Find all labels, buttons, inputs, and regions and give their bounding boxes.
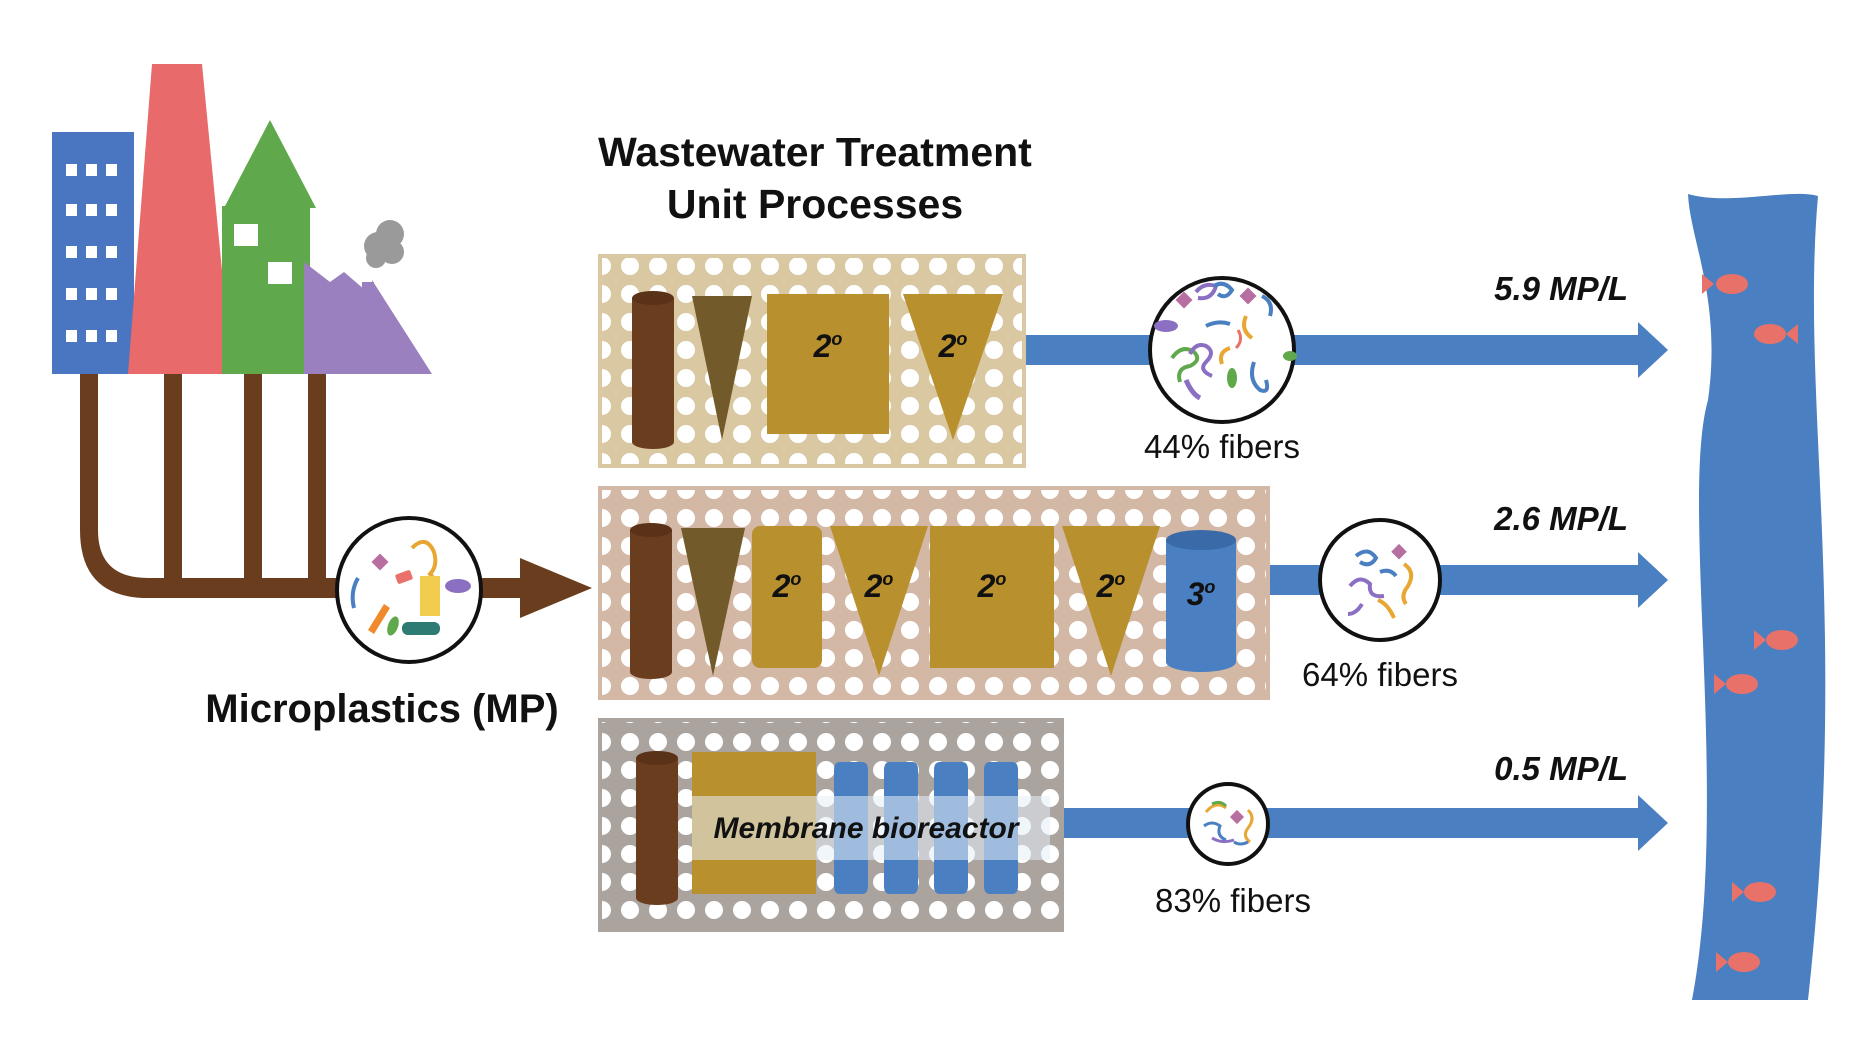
factory-icon [304,262,432,374]
train-1-concentration: 5.9 MP/L [1494,270,1628,307]
train-2-fiber-percent: 64% fibers [1302,656,1458,693]
secondary-label: 2o [772,568,802,604]
fish-icon [1702,274,1748,294]
train-3-concentration: 0.5 MP/L [1494,750,1628,787]
source-label: Microplastics (MP) [205,687,558,731]
effluent-sample-1-icon [1148,276,1297,424]
fish-icon [1714,674,1758,694]
train-3-fiber-percent: 83% fibers [1155,882,1311,919]
outflow-arrowhead-1-icon [1638,322,1668,378]
primary-clarifier-cylinder-icon [630,523,672,679]
secondary-label: 2o [977,568,1007,604]
outflow-arrowhead-3-icon [1638,795,1668,851]
secondary-reactor-tank-icon [767,294,889,434]
primary-settling-cone-icon [681,528,745,676]
membrane-bioreactor-label: Membrane bioreactor [713,812,1020,845]
treatment-train-1: 2o 2o [598,254,1026,468]
secondary-label: 2o [813,328,843,364]
office-building-icon [52,132,134,374]
tertiary-filter-cylinder-icon [1166,530,1236,672]
fish-icon [1716,952,1760,972]
secondary-reactor-tank-icon [930,526,1054,668]
secondary-clarifier-cone-icon [1062,526,1160,676]
city-sources [52,64,432,374]
effluent-sample-2-icon [1318,518,1442,642]
house-icon [222,120,316,374]
treatment-train-3: Membrane bioreactor [598,718,1064,932]
fish-icon [1754,324,1798,344]
primary-clarifier-cylinder-icon [636,751,678,905]
smokestack-icon [128,64,232,374]
receiving-water-river [1688,193,1826,1000]
secondary-clarifier-cone-icon [830,526,928,676]
treatment-train-2: 2o 2o 2o 2o 3o [598,486,1270,700]
source-microplastics-sample-icon [335,516,483,664]
secondary-label: 2o [864,568,894,604]
primary-settling-cone-icon [692,296,752,440]
tertiary-label: 3o [1187,576,1216,612]
secondary-label: 2o [938,328,968,364]
fish-icon [1754,630,1798,650]
secondary-reactor-tank-icon [752,526,822,668]
smoke-cloud-icon [364,220,404,268]
train-2-concentration: 2.6 MP/L [1493,500,1628,537]
primary-clarifier-cylinder-icon [632,291,674,449]
sewer-pipes [80,374,592,618]
effluent-sample-3-icon [1186,782,1270,866]
membrane-band [692,796,1050,860]
fish-icon [1732,882,1776,902]
outflow-arrowhead-2-icon [1638,552,1668,608]
secondary-clarifier-cone-icon [903,294,1003,440]
secondary-label: 2o [1096,568,1126,604]
inflow-arrowhead-icon [520,558,592,618]
train-1-fiber-percent: 44% fibers [1144,428,1300,465]
title-line-2: Unit Processes [667,181,963,227]
title-line-1: Wastewater Treatment [598,129,1032,175]
